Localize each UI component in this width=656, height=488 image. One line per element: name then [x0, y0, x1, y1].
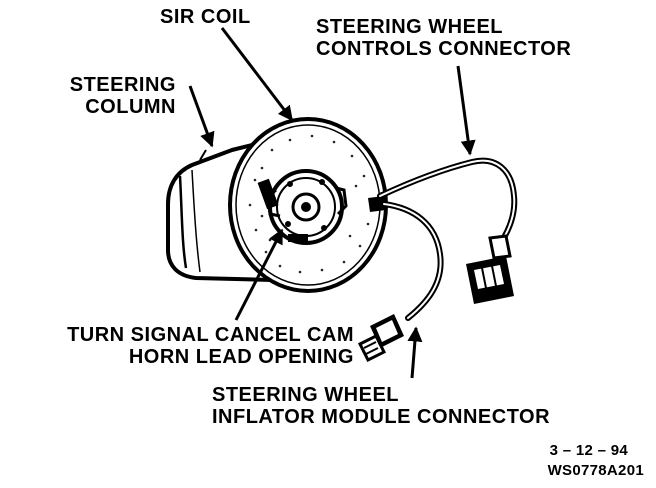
- controls-connector-label-line2: CONTROLS CONNECTOR: [316, 38, 572, 60]
- wiring-harness: [377, 157, 518, 321]
- figure-date: 3 – 12 – 94: [549, 442, 628, 459]
- inflator-connector-plug: [357, 314, 404, 363]
- sir-coil-label: SIR COIL: [160, 6, 251, 28]
- controls-connector-label-line1: STEERING WHEEL: [316, 16, 504, 38]
- inflator-connector-label-line2: INFLATOR MODULE CONNECTOR: [212, 406, 551, 428]
- figure-id: WS0778A201: [547, 462, 644, 479]
- turn-signal-cancel-cam-label: TURN SIGNAL CANCEL CAM: [67, 324, 354, 346]
- leader-arrows: [188, 27, 476, 379]
- steering-column-label-line2: COLUMN: [85, 96, 176, 118]
- inflator-connector-label-line1: STEERING WHEEL: [212, 384, 400, 406]
- horn-lead-opening-label: HORN LEAD OPENING: [128, 346, 354, 368]
- controls-connector-plug: [466, 234, 514, 304]
- steering-column-label-line1: STEERING: [69, 74, 176, 96]
- turn-signal-cancel-cam: [257, 169, 348, 245]
